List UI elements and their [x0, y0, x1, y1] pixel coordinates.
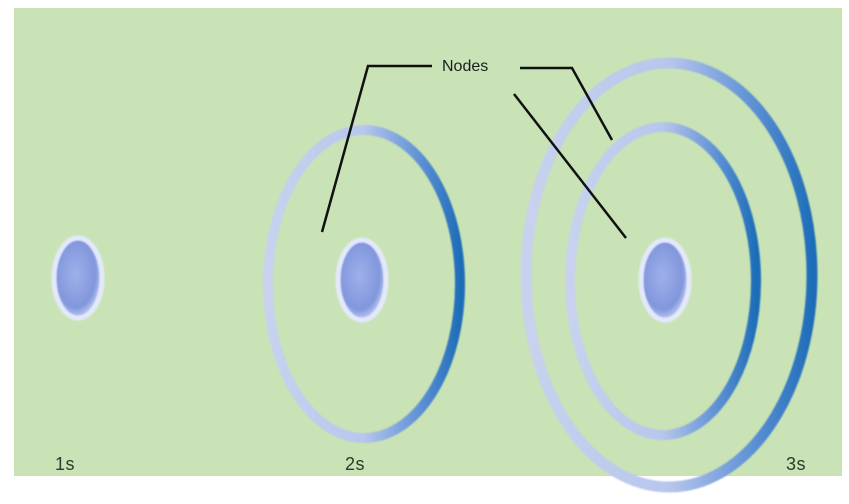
- orbital-label-3s: 3s: [786, 454, 806, 475]
- orbital-label-1s: 1s: [55, 454, 75, 475]
- orbital-label-2s: 2s: [345, 454, 365, 475]
- orbital-2s-core: [338, 240, 386, 320]
- nodes-label: Nodes: [442, 58, 488, 76]
- orbital-2s: [268, 130, 460, 438]
- orbital-3s-core: [641, 240, 689, 320]
- orbital-3s: [526, 63, 812, 487]
- orbital-1s-core: [54, 238, 102, 318]
- orbital-1s: [54, 238, 102, 318]
